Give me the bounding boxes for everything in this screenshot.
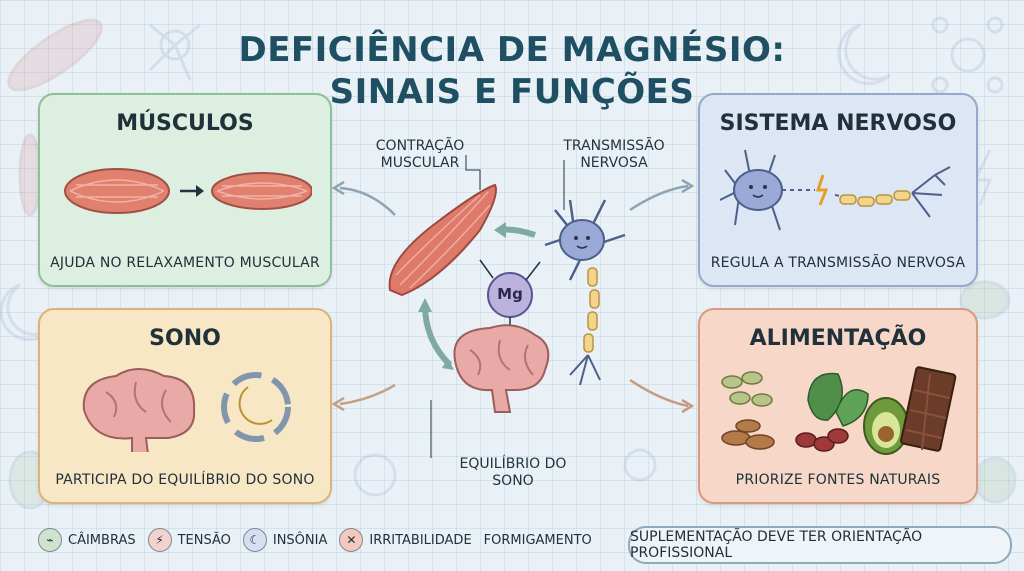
brain-sleep-icon	[82, 368, 291, 452]
panel-alimentacao-caption: PRIORIZE FONTES NATURAIS	[735, 472, 941, 488]
contracao-muscular-label: CONTRAÇÃO MUSCULAR	[375, 138, 465, 171]
panel-alimentacao-title: ALIMENTAÇÃO	[749, 326, 927, 351]
panel-musculos: MÚSCULOS AJUDA NO RELAXAMENTO MUSCULAR	[38, 93, 332, 287]
center-illustration	[331, 155, 695, 458]
supplement-note: SUPLEMENTAÇÃO DEVE TER ORIENTAÇÃO PROFIS…	[628, 526, 1012, 564]
muscle-contraction-icon	[64, 168, 312, 214]
legend-label: IRRITABILIDADE	[369, 532, 472, 548]
neuron-signal-icon	[720, 149, 951, 231]
panel-alimentacao: ALIMENTAÇÃO PRIORIZE FONTES NATURAIS	[698, 308, 978, 504]
panel-sono-caption: PARTICIPA DO EQUILÍBRIO DO SONO	[55, 472, 315, 488]
legend-item-insonia: ☾ INSÔNIA	[242, 528, 328, 552]
mg-label: Mg	[497, 285, 523, 303]
legend-label: TENSÃO	[177, 532, 231, 548]
symptoms-legend: ⌁ CÂIMBRAS ⚡ TENSÃO ☾ INSÔNIA ✕ IRRITABI…	[38, 525, 592, 555]
panel-musculos-title: MÚSCULOS	[116, 111, 254, 136]
legend-item-caimbras: ⌁ CÂIMBRAS	[38, 528, 136, 552]
panel-sono: SONO PARTICIPA DO EQUILÍBRIO DO SONO	[38, 308, 332, 504]
muscle-icon: ⌁	[38, 528, 62, 552]
legend-item-irritabilidade: ✕ IRRITABILIDADE	[339, 528, 472, 552]
transmissao-nervosa-label: TRANSMISSÃO NERVOSA	[563, 138, 665, 171]
panel-sono-title: SONO	[149, 326, 221, 351]
legend-item-formigamento: FORMIGAMENTO	[484, 533, 592, 548]
legend-label: FORMIGAMENTO	[483, 532, 592, 548]
legend-label: CÂIMBRAS	[68, 532, 136, 548]
food-sources-icon	[721, 366, 957, 455]
panel-sistema-nervoso: SISTEMA NERVOSO REGULA A TRANSMISSÃO NER…	[698, 93, 978, 287]
moon-icon: ☾	[242, 528, 267, 552]
tension-icon: ⚡	[147, 528, 172, 552]
legend-label: INSÔNIA	[272, 532, 328, 548]
irritation-icon: ✕	[339, 528, 364, 552]
equilibrio-sono-label: EQUILÍBRIO DO SONO	[459, 456, 567, 489]
legend-item-tensao: ⚡ TENSÃO	[147, 528, 231, 552]
title-line-2: SINAIS E FUNÇÕES	[329, 72, 695, 112]
panel-sistema-caption: REGULA A TRANSMISSÃO NERVOSA	[710, 255, 966, 271]
title-line-1: DEFICIÊNCIA DE MAGNÉSIO:	[238, 30, 786, 70]
panel-sistema-title: SISTEMA NERVOSO	[719, 111, 957, 136]
panel-musculos-caption: AJUDA NO RELAXAMENTO MUSCULAR	[50, 255, 320, 271]
